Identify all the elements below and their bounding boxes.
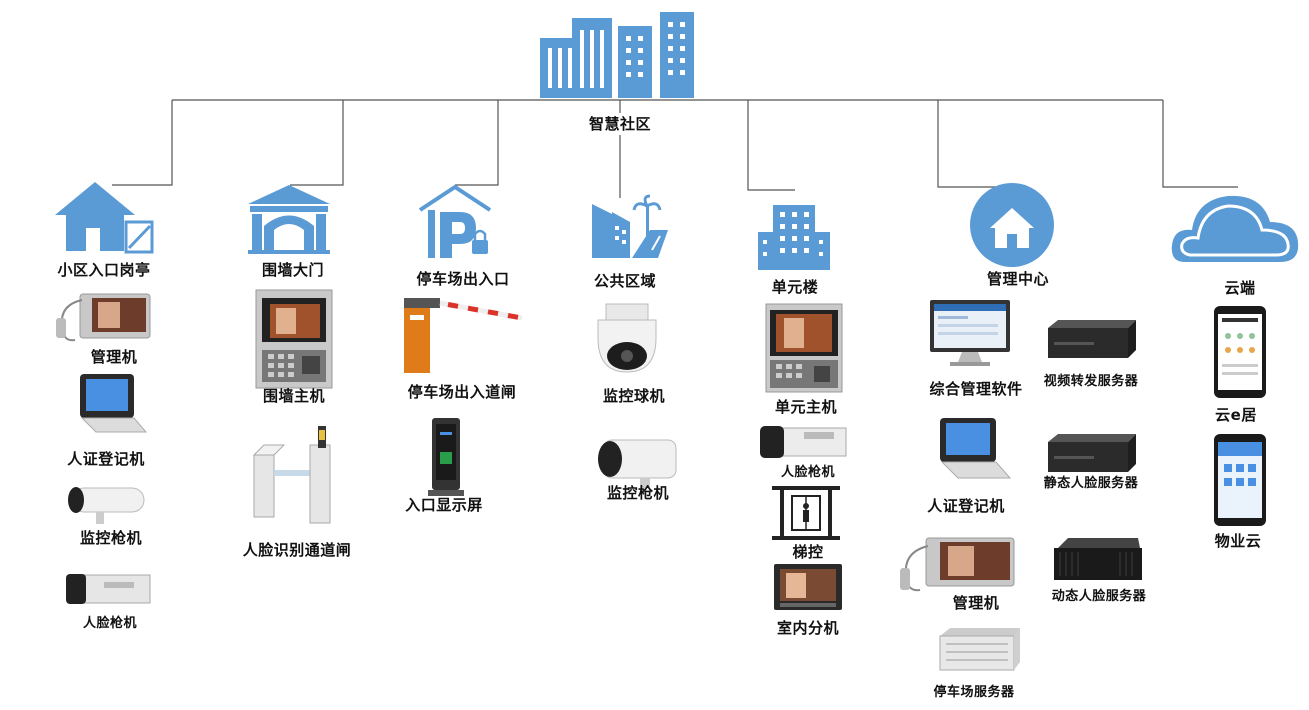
device-label: 梯控 <box>792 543 824 561</box>
device-label: 人脸识别通道闸 <box>242 541 352 559</box>
bullet-camera-device <box>598 439 677 488</box>
device-label: 监控枪机 <box>79 529 143 547</box>
apartment-building-icon <box>758 205 830 270</box>
device-label: 停车场出入道闸 <box>407 383 517 401</box>
video-forwarding-server-device <box>1048 320 1136 358</box>
cloud-icon <box>1171 195 1299 262</box>
public-area-icon <box>592 194 668 258</box>
device-label: 监控枪机 <box>606 484 670 502</box>
box-camera-device <box>760 426 847 458</box>
device-label: 云e居 <box>1215 406 1257 424</box>
box-camera-device <box>66 574 151 604</box>
parking-barrier-gate-device <box>404 298 523 373</box>
device-label: 停车场服务器 <box>933 685 1015 700</box>
device-label: 人脸枪机 <box>780 465 836 480</box>
management-center-icon <box>970 183 1054 267</box>
device-label: 人证登记机 <box>67 450 145 468</box>
unit-intercom-host-device <box>765 303 843 393</box>
device-label: 人脸枪机 <box>82 616 138 631</box>
device-label: 围墙主机 <box>262 387 326 405</box>
category-label-parking: 停车场出入口 <box>416 270 510 288</box>
city-buildings-icon <box>540 12 694 98</box>
device-label: 动态人脸服务器 <box>1051 589 1147 604</box>
bullet-camera-device <box>68 487 145 524</box>
device-label: 管理机 <box>90 348 138 366</box>
device-label: 入口显示屏 <box>405 496 483 514</box>
device-label: 管理机 <box>952 594 1000 612</box>
device-label: 单元主机 <box>774 398 838 416</box>
wall-gate-icon <box>248 185 330 254</box>
category-label-gate: 小区入口岗亭 <box>57 261 151 279</box>
parking-server-device <box>939 628 1020 671</box>
category-label-wall: 围墙大门 <box>261 261 325 279</box>
device-label: 物业云 <box>1214 532 1262 550</box>
static-face-server-device <box>1048 434 1136 472</box>
face-recognition-turnstile-device <box>252 426 331 524</box>
management-software-monitor-device <box>930 300 1010 366</box>
category-label-mgmt: 管理中心 <box>986 270 1050 288</box>
guard-booth-house-icon <box>55 182 154 254</box>
device-label: 监控球机 <box>602 387 666 405</box>
category-label-cloud: 云端 <box>1224 279 1256 297</box>
device-label: 视频转发服务器 <box>1043 374 1139 389</box>
device-label: 综合管理软件 <box>929 380 1023 398</box>
device-label: 人证登记机 <box>927 497 1005 515</box>
category-label-public: 公共区域 <box>593 272 657 290</box>
smartphone-device <box>1214 306 1266 398</box>
entrance-display-screen-device <box>428 418 464 496</box>
dome-camera-device <box>597 303 657 373</box>
parking-icon <box>418 184 492 258</box>
device-label: 室内分机 <box>776 619 840 637</box>
connector-lines <box>112 99 1238 198</box>
id-registration-kiosk-device <box>940 418 1012 479</box>
id-registration-kiosk-device <box>80 374 148 433</box>
elevator-control-device <box>772 486 840 540</box>
indoor-monitor-device <box>774 564 842 610</box>
dynamic-face-server-device <box>1054 538 1142 580</box>
wall-intercom-host-device <box>255 289 333 389</box>
root-label: 智慧社区 <box>588 115 652 133</box>
device-label: 静态人脸服务器 <box>1043 476 1139 491</box>
category-label-unit: 单元楼 <box>771 278 819 296</box>
intercom-monitor-device <box>900 537 1015 592</box>
intercom-monitor-device <box>56 293 151 342</box>
smartphone-device <box>1214 434 1266 526</box>
